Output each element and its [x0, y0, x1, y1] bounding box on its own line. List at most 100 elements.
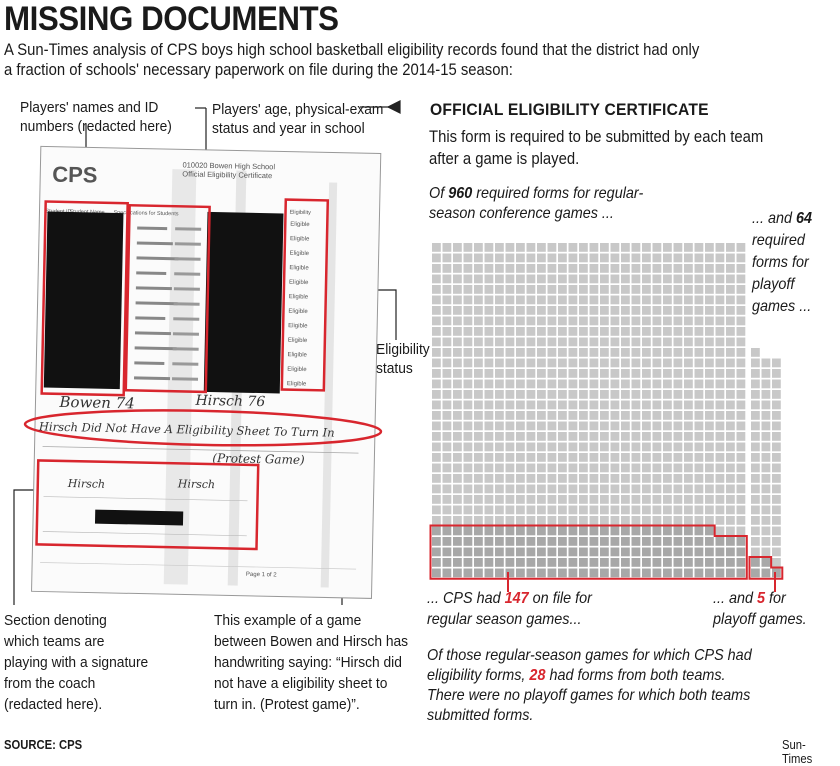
- regular-season-square: [589, 274, 599, 284]
- playoff-square: [772, 505, 781, 515]
- regular-season-square: [453, 568, 462, 578]
- regular-season-square: [505, 285, 515, 294]
- regular-season-square: [684, 411, 693, 420]
- regular-season-square: [684, 568, 693, 578]
- regular-season-square: [652, 421, 662, 431]
- regular-season-square: [694, 274, 704, 284]
- regular-season-square: [516, 411, 525, 420]
- regular-season-square: [736, 379, 746, 389]
- regular-season-square: [505, 505, 515, 515]
- regular-season-square: [600, 547, 609, 557]
- regular-season-square: [589, 369, 599, 378]
- playoff-square: [751, 390, 760, 399]
- doc-rule: [40, 562, 357, 570]
- regular-season-square: [547, 484, 557, 494]
- regular-season-square: [663, 537, 672, 546]
- regular-season-square: [516, 243, 525, 252]
- regular-season-square: [621, 505, 630, 515]
- regular-season-square: [673, 274, 683, 284]
- regular-season-square: [526, 558, 536, 567]
- regular-season-square: [610, 400, 620, 410]
- spec-row-mark: [135, 316, 166, 321]
- callout-age-line-1: Players' age, physical-exam: [212, 101, 384, 118]
- regular-season-square: [736, 316, 746, 326]
- regular-season-square: [526, 495, 536, 504]
- regular-season-square: [568, 484, 578, 494]
- regular-season-square: [547, 558, 557, 567]
- regular-season-square: [526, 243, 536, 252]
- regular-season-square: [526, 274, 536, 284]
- regular-season-square: [505, 348, 515, 357]
- eligibility-entry: Eligible: [290, 251, 310, 257]
- cps-playoff-post: for: [765, 590, 786, 607]
- regular-season-square: [684, 306, 693, 315]
- regular-season-square: [453, 358, 462, 368]
- regular-season-square: [589, 568, 599, 578]
- regular-season-square: [547, 390, 557, 399]
- spec-row-mark: [133, 376, 171, 381]
- regular-season-square: [526, 390, 536, 399]
- regular-season-square: [442, 453, 452, 462]
- regular-season-square: [652, 568, 662, 578]
- callout-line-section: [13, 489, 40, 605]
- regular-season-square: [600, 568, 609, 578]
- regular-season-square: [558, 358, 567, 368]
- regular-season-square: [474, 411, 483, 420]
- regular-season-square: [505, 463, 515, 473]
- regular-season-square: [558, 316, 567, 326]
- regular-season-square: [558, 484, 567, 494]
- regular-season-square: [463, 463, 473, 473]
- regular-season-square: [715, 453, 725, 462]
- regular-season-square: [474, 495, 483, 504]
- regular-season-square: [705, 463, 714, 473]
- regular-season-square: [589, 400, 599, 410]
- regular-season-square: [547, 306, 557, 315]
- regular-season-square: [673, 421, 683, 431]
- regular-season-square: [642, 442, 651, 452]
- callout-example-line: between Bowen and Hirsch has: [214, 633, 409, 650]
- regular-season-square: [495, 358, 504, 368]
- playoff-square: [751, 358, 760, 368]
- regular-season-square: [631, 568, 641, 578]
- playoff-square: [772, 484, 781, 494]
- regular-season-square: [694, 505, 704, 515]
- regular-season-square: [642, 285, 651, 294]
- regular-season-square: [547, 474, 557, 483]
- regular-season-square: [474, 453, 483, 462]
- regular-season-square: [715, 516, 725, 525]
- regular-season-square: [505, 358, 515, 368]
- regular-season-square: [621, 442, 630, 452]
- regular-season-square: [726, 327, 735, 336]
- regular-season-square: [715, 348, 725, 357]
- regular-season-square: [526, 484, 536, 494]
- playoff-square: [751, 516, 760, 525]
- cps-regular-on-file-count: 147: [504, 590, 529, 607]
- regular-season-square: [673, 484, 683, 494]
- regular-season-square: [610, 558, 620, 567]
- regular-season-square: [547, 295, 557, 305]
- spec-rows: [133, 226, 202, 381]
- regular-season-square: [652, 463, 662, 473]
- regular-season-square: [642, 526, 651, 536]
- regular-season-square: [579, 537, 588, 546]
- regular-season-square: [600, 537, 609, 546]
- regular-required-count: 960: [448, 185, 473, 202]
- regular-season-square: [684, 243, 693, 252]
- doc-rule: [42, 531, 247, 537]
- regular-season-square: [736, 547, 746, 557]
- regular-season-square: [621, 348, 630, 357]
- regular-season-square: [547, 348, 557, 357]
- intro-line-1: A Sun-Times analysis of CPS boys high sc…: [4, 41, 700, 59]
- regular-season-square: [726, 453, 735, 462]
- regular-season-square: [547, 285, 557, 294]
- regular-season-square: [516, 264, 525, 273]
- regular-season-square: [463, 243, 473, 252]
- regular-season-square: [484, 379, 494, 389]
- regular-season-square: [505, 390, 515, 399]
- regular-season-square: [568, 348, 578, 357]
- regular-season-square: [684, 474, 693, 483]
- regular-season-square: [432, 421, 441, 431]
- regular-season-square: [726, 274, 735, 284]
- regular-season-square: [568, 463, 578, 473]
